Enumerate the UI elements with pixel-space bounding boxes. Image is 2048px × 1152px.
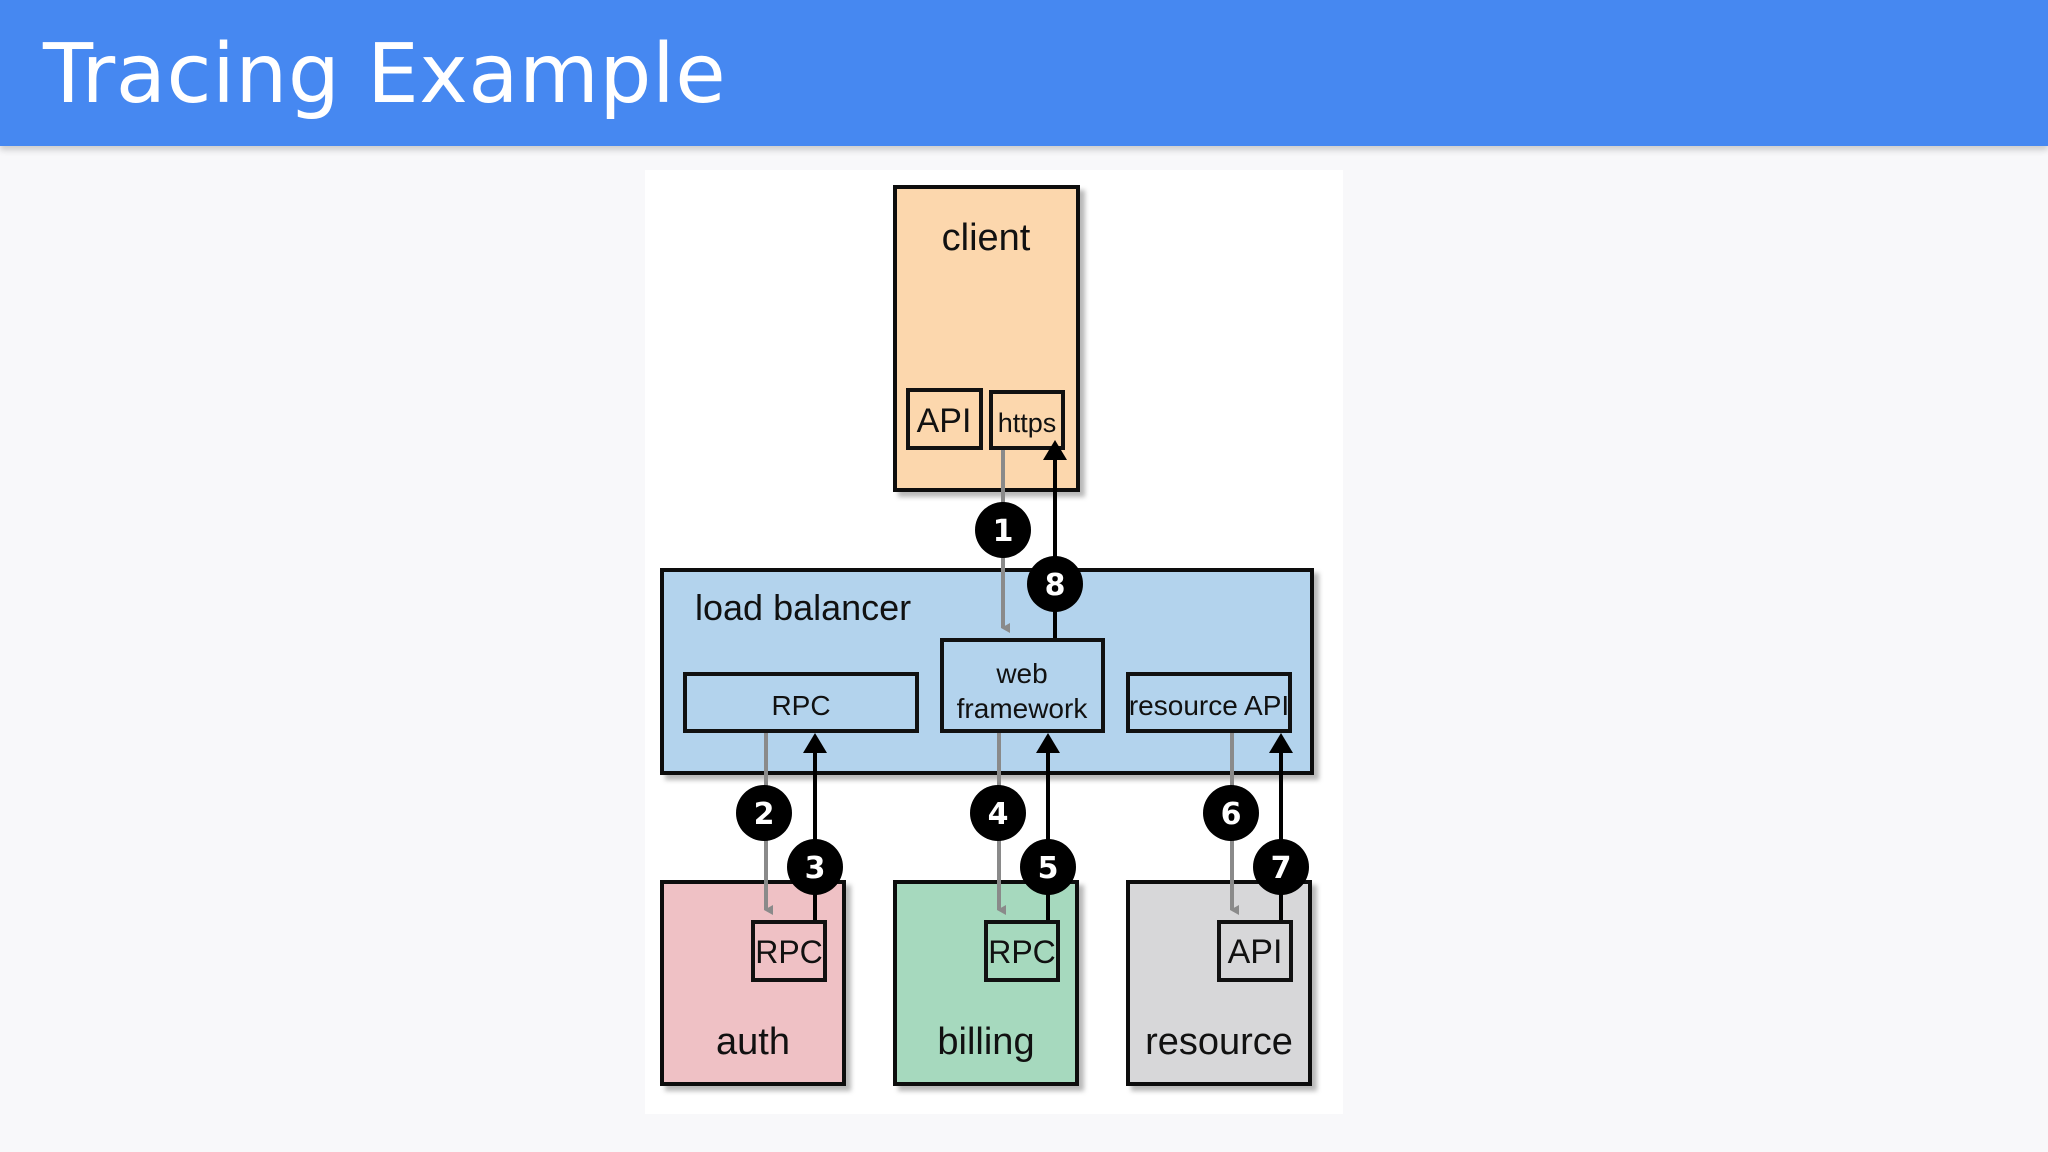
step-badge-6: 6 <box>1203 785 1259 841</box>
client-service: client API https <box>893 185 1080 492</box>
client-api-box <box>906 388 983 450</box>
client-https-box <box>989 390 1065 450</box>
diagram-svg: client API https load balancer RPC web f… <box>660 185 1314 1086</box>
arrow-step-7-head <box>1269 733 1293 753</box>
resource-api-label: resource API <box>1129 690 1289 721</box>
step-badge-8: 8 <box>1027 556 1083 612</box>
client-label: client <box>942 217 1031 259</box>
web-framework-label-line1: web <box>995 658 1047 689</box>
arrow-step-5-head <box>1036 733 1060 753</box>
slide-header: Tracing Example <box>0 0 2048 146</box>
resource-api-box <box>1126 672 1292 733</box>
step-badge-4-label: 4 <box>988 797 1009 832</box>
step-badge-8-label: 8 <box>1045 568 1066 603</box>
client-api-label: API <box>917 402 972 440</box>
client-https-label: https <box>998 408 1057 438</box>
auth-label: auth <box>716 1021 790 1063</box>
arrow-step-8-head <box>1043 440 1067 460</box>
step-badge-5: 5 <box>1020 839 1076 895</box>
step-badge-2: 2 <box>736 785 792 841</box>
step-badge-6-label: 6 <box>1221 797 1242 832</box>
resource-api-inner-label: API <box>1228 933 1283 971</box>
tracing-diagram: client API https load balancer RPC web f… <box>645 170 1343 1114</box>
billing-service: RPC billing <box>893 880 1079 1086</box>
load-balancer-label: load balancer <box>695 587 911 628</box>
resource-api-inner-box <box>1217 920 1293 982</box>
auth-rpc-box <box>751 920 827 982</box>
web-framework-box <box>940 638 1105 733</box>
lb-rpc-label: RPC <box>771 690 830 721</box>
step-badge-1: 1 <box>975 502 1031 558</box>
auth-rpc-label: RPC <box>755 934 823 970</box>
step-badge-7-label: 7 <box>1271 851 1292 886</box>
step-badge-3-label: 3 <box>805 851 826 886</box>
step-badge-4: 4 <box>970 785 1026 841</box>
step-badge-2-label: 2 <box>754 797 775 832</box>
resource-label: resource <box>1145 1021 1293 1063</box>
billing-rpc-box <box>984 920 1060 982</box>
billing-rpc-label: RPC <box>988 934 1056 970</box>
web-framework-label-line2: framework <box>957 693 1089 724</box>
step-badge-1-label: 1 <box>993 514 1014 549</box>
step-badge-3: 3 <box>787 839 843 895</box>
step-badge-5-label: 5 <box>1038 851 1059 886</box>
lb-rpc-box <box>683 672 919 733</box>
arrow-step-3-head <box>803 733 827 753</box>
billing-label: billing <box>937 1021 1034 1063</box>
step-badge-7: 7 <box>1253 839 1309 895</box>
load-balancer-service: load balancer RPC web framework resource… <box>660 568 1314 775</box>
slide-title: Tracing Example <box>43 27 727 122</box>
